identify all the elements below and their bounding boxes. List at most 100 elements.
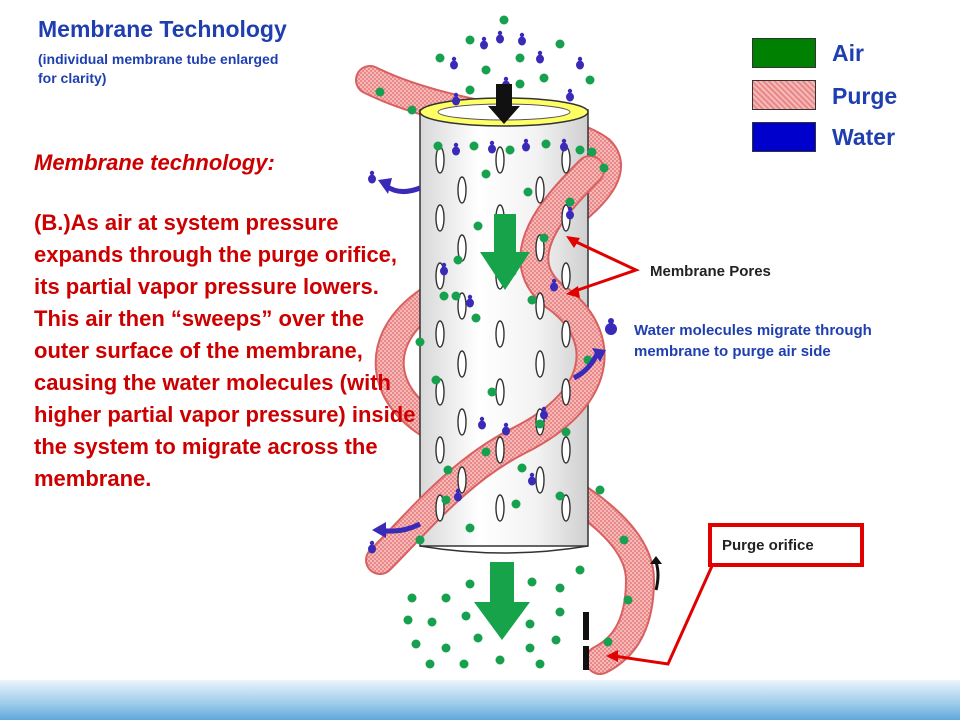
- membrane-pore: [457, 176, 467, 204]
- air-molecule: [433, 141, 443, 151]
- air-molecule: [407, 105, 417, 115]
- membrane-pore: [561, 262, 571, 290]
- water-molecule: [550, 278, 558, 292]
- membrane-pore: [495, 320, 505, 348]
- air-molecule: [469, 141, 479, 151]
- air-molecule: [431, 375, 441, 385]
- air-molecule: [435, 53, 445, 63]
- air-molecule: [555, 583, 565, 593]
- air-molecule: [555, 607, 565, 617]
- water-molecule: [496, 30, 504, 44]
- bottom-gradient-bar: [0, 680, 960, 720]
- purge-orifice-callout: Purge orifice: [708, 523, 864, 567]
- air-molecule: [473, 633, 483, 643]
- legend-swatch-air: [752, 38, 816, 68]
- air-molecule: [465, 579, 475, 589]
- legend-label-water: Water: [832, 124, 896, 150]
- pores-callout-head-1: [566, 236, 580, 248]
- water-molecule: [452, 92, 460, 106]
- air-molecule: [561, 427, 571, 437]
- air-molecule: [527, 295, 537, 305]
- water-molecule: [560, 138, 568, 152]
- water-molecule: [502, 422, 510, 436]
- section-heading: Membrane technology:: [34, 150, 275, 175]
- purge-flow-arrowhead-1: [378, 178, 392, 194]
- air-molecule: [441, 495, 451, 505]
- air-molecule: [427, 617, 437, 627]
- membrane-pore: [495, 436, 505, 464]
- membrane-pore: [561, 436, 571, 464]
- air-molecule: [555, 39, 565, 49]
- membrane-pore: [457, 292, 467, 320]
- description-text: (B.)As air at system pressure expands th…: [34, 210, 416, 491]
- air-molecule: [495, 655, 505, 665]
- air-flow-arrow-inside: [480, 214, 530, 290]
- water-molecule: [450, 56, 458, 70]
- air-molecule: [517, 463, 527, 473]
- tube-bottom-edge: [419, 545, 589, 554]
- water-molecule: [480, 36, 488, 50]
- water-molecule: [466, 294, 474, 308]
- membrane-pore: [561, 378, 571, 406]
- pores-callout-head-2: [566, 286, 580, 298]
- air-molecule: [595, 485, 605, 495]
- legend-label-purge: Purge: [832, 83, 898, 109]
- air-molecule: [505, 145, 515, 155]
- air-molecule: [465, 35, 475, 45]
- air-molecule: [551, 635, 561, 645]
- air-molecule: [515, 53, 525, 63]
- air-flow-arrow-outlet: [474, 562, 530, 640]
- membrane-pore: [435, 146, 445, 174]
- membrane-pore: [561, 494, 571, 522]
- air-molecule: [539, 233, 549, 243]
- membrane-pore: [535, 466, 545, 494]
- membrane-pore: [457, 408, 467, 436]
- purge-flow-arrowhead-3: [372, 522, 386, 538]
- air-molecule: [441, 593, 451, 603]
- purge-direction-arrow: [654, 561, 660, 591]
- air-molecule: [459, 659, 469, 669]
- membrane-pore: [435, 320, 445, 348]
- air-molecule: [481, 65, 491, 75]
- air-molecule: [425, 659, 435, 669]
- air-molecule: [525, 643, 535, 653]
- air-molecule: [415, 337, 425, 347]
- air-molecule: [453, 255, 463, 265]
- purge-orifice-gap: [580, 640, 592, 646]
- air-molecule: [415, 535, 425, 545]
- air-molecule: [565, 197, 575, 207]
- air-molecule: [439, 291, 449, 301]
- air-molecule: [575, 565, 585, 575]
- membrane-pore: [435, 436, 445, 464]
- air-molecule: [411, 639, 421, 649]
- air-molecule: [465, 85, 475, 95]
- page-title: Membrane Technology: [38, 16, 287, 42]
- purge-orifice-label: Purge orifice: [722, 537, 814, 554]
- air-molecule: [541, 139, 551, 149]
- water-molecule: [440, 262, 448, 276]
- air-molecule: [465, 523, 475, 533]
- water-molecule: [518, 32, 526, 46]
- water-molecule: [528, 472, 536, 486]
- legend-label-air: Air: [832, 40, 864, 66]
- pores-callout-line: [571, 238, 640, 294]
- water-molecule: [368, 540, 376, 554]
- air-molecule: [499, 15, 509, 25]
- water-migration-label: Water molecules migrate through membrane…: [634, 322, 872, 360]
- air-molecule: [525, 619, 535, 629]
- air-molecule: [441, 643, 451, 653]
- air-molecule: [575, 145, 585, 155]
- air-molecule: [515, 79, 525, 89]
- membrane-pore: [535, 350, 545, 378]
- membrane-pore: [495, 146, 505, 174]
- air-molecule: [539, 73, 549, 83]
- air-molecule: [555, 491, 565, 501]
- membrane-pore: [495, 378, 505, 406]
- legend-swatch-purge: [752, 80, 816, 110]
- membrane-pores-label: Membrane Pores: [650, 263, 771, 280]
- water-molecule-icon: [605, 318, 617, 335]
- air-molecule: [527, 577, 537, 587]
- air-molecule: [471, 313, 481, 323]
- air-molecule: [587, 147, 597, 157]
